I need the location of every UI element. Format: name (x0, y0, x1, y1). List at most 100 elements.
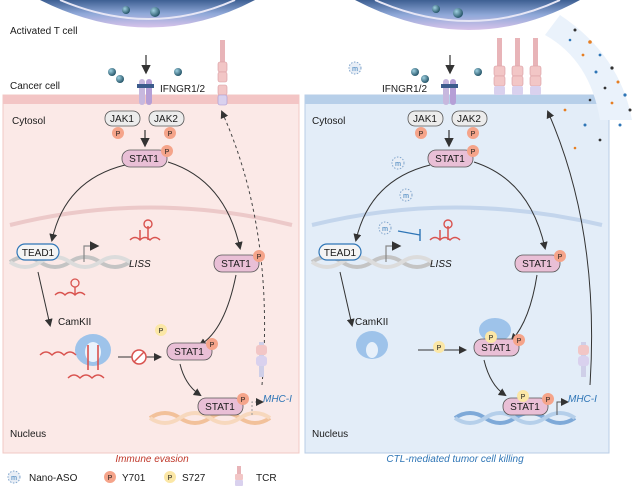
nano-aso-icon (7, 470, 21, 484)
right-liss-label: LISS (430, 259, 452, 270)
svg-text:P: P (546, 397, 551, 404)
svg-text:STAT1: STAT1 (481, 343, 511, 354)
left-stat1-right: STAT1 P (213, 250, 265, 273)
right-curve-arrow-1 (353, 164, 431, 242)
svg-text:m: m (11, 475, 17, 482)
y701-icon (104, 471, 116, 483)
svg-text:P: P (168, 475, 173, 482)
right-membrane (305, 95, 609, 104)
svg-text:STAT1: STAT1 (205, 402, 235, 413)
left-stat1-down-arrow (198, 274, 237, 347)
right-jak1: JAK1 P (407, 110, 444, 139)
nano-aso-spray (545, 15, 632, 150)
legend-nano-aso: m Nano-ASO (7, 470, 78, 484)
tcr-icon (237, 466, 241, 478)
svg-text:m: m (395, 161, 401, 168)
svg-text:P: P (471, 131, 476, 138)
left-dna-tead1: TEAD1 (8, 241, 132, 269)
right-mhc-transcription-arrow (556, 398, 569, 415)
svg-text:m: m (403, 193, 409, 200)
left-tcr-receptor (217, 40, 228, 106)
svg-text:P: P (521, 394, 526, 401)
left-liss-fragments (54, 278, 86, 296)
right-ifngr-label: IFNGR1/2 (382, 84, 427, 95)
svg-text:P: P (437, 345, 442, 352)
right-nucleus-label: Nucleus (312, 429, 348, 440)
left-stat1-middle: STAT1 P (166, 338, 218, 361)
svg-text:JAK2: JAK2 (154, 114, 178, 125)
right-liss-lncrna (429, 219, 461, 242)
svg-text:P: P (419, 131, 424, 138)
left-camkii-label: CamKII (58, 317, 91, 328)
right-liss-down-arrow (339, 271, 355, 327)
right-stat1-right: STAT1 P (514, 250, 566, 273)
right-mhc-molecule (578, 342, 589, 377)
left-s727-free: P (155, 324, 167, 336)
svg-text:P: P (558, 254, 563, 261)
left-t-cell-rim (59, 0, 236, 20)
svg-text:S727: S727 (182, 473, 206, 484)
svg-text:Nano-ASO: Nano-ASO (29, 473, 78, 484)
s727-icon (164, 471, 176, 483)
left-liss-lncrna (129, 219, 161, 242)
left-liss-label: LISS (129, 259, 151, 270)
cancer-cell-label: Cancer cell (10, 81, 60, 92)
svg-text:P: P (489, 335, 494, 342)
svg-text:STAT1: STAT1 (174, 347, 204, 358)
ifn-gamma-beads (108, 5, 482, 83)
svg-text:P: P (241, 397, 246, 404)
svg-text:m: m (382, 226, 388, 233)
left-mhc-transcription-arrow (251, 398, 264, 415)
svg-text:STAT1: STAT1 (221, 259, 251, 270)
right-t-cell (355, 0, 580, 30)
right-nuclear-envelope (311, 205, 603, 227)
right-mhc-label: MHC-I (568, 394, 597, 405)
right-caption: CTL-mediated tumor cell killing (386, 454, 524, 465)
svg-text:TEAD1: TEAD1 (324, 248, 357, 259)
right-stat1-mid-arrow (483, 359, 507, 397)
svg-text:JAK1: JAK1 (110, 114, 134, 125)
svg-text:P: P (168, 131, 173, 138)
right-curve-arrow-2 (473, 161, 548, 250)
left-cytosol-label: Cytosol (12, 116, 45, 127)
svg-text:STAT1: STAT1 (435, 154, 465, 165)
right-dna-mhc (453, 411, 577, 425)
right-dna-tead1: TEAD1 (310, 241, 434, 269)
left-t-cell (40, 0, 255, 28)
left-curve-arrow-2 (167, 161, 243, 250)
svg-text:STAT1: STAT1 (522, 259, 552, 270)
activated-t-cell-label: Activated T cell (10, 26, 77, 37)
left-nuclear-envelope (9, 205, 293, 227)
right-cell-panel (304, 94, 610, 454)
right-nano-aso-inhibit (397, 230, 421, 236)
left-cell-panel (2, 94, 300, 454)
right-camkii-label: CamKII (355, 317, 388, 328)
left-jak1: JAK1 P (104, 110, 141, 139)
right-camkii (356, 331, 388, 359)
svg-text:STAT1: STAT1 (129, 154, 159, 165)
right-t-cell-rim (374, 0, 561, 22)
legend-y701: P Y701 (104, 471, 146, 484)
svg-text:JAK1: JAK1 (413, 114, 437, 125)
left-liss-down-arrow (37, 271, 53, 327)
right-s727-free: P (433, 341, 445, 353)
left-stat1-mid-arrow (179, 363, 202, 397)
left-dna-mhc (148, 411, 272, 425)
svg-text:TEAD1: TEAD1 (22, 248, 55, 259)
left-mhc-label: MHC-I (263, 394, 292, 405)
right-stat1-top: STAT1 P (427, 145, 479, 168)
svg-text:Y701: Y701 (122, 473, 146, 484)
left-camkii-complex (39, 334, 111, 379)
right-tcr-cluster (493, 38, 542, 95)
left-inhibition-icon (131, 349, 147, 365)
svg-text:JAK2: JAK2 (457, 114, 481, 125)
left-ifngr-label: IFNGR1/2 (160, 84, 205, 95)
svg-text:P: P (116, 131, 121, 138)
legend-tcr: TCR (235, 466, 277, 486)
left-nucleus-label: Nucleus (10, 429, 46, 440)
svg-text:P: P (108, 475, 113, 482)
legend: m Nano-ASO P Y701 P S727 TCR (7, 466, 277, 486)
left-jak2: JAK2 P (148, 110, 185, 139)
